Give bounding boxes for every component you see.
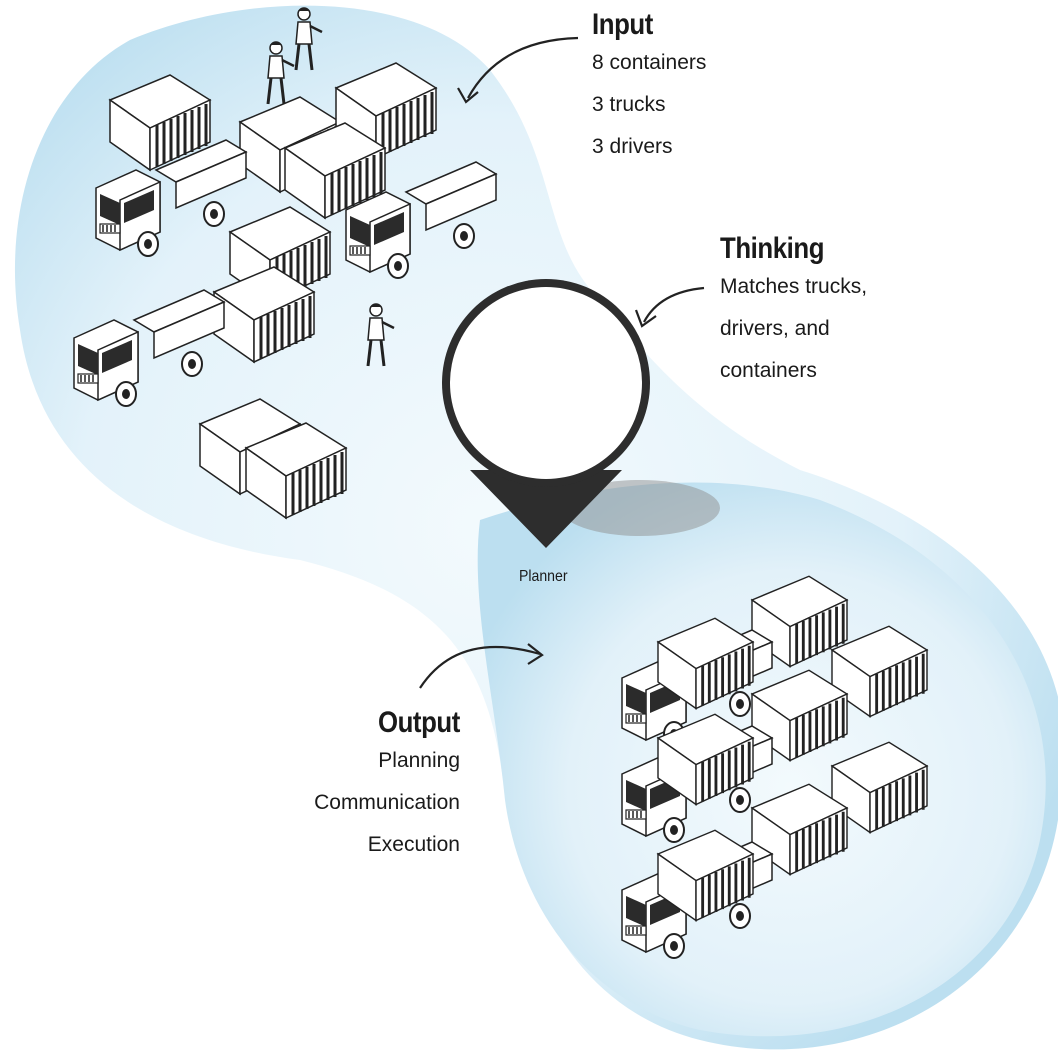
input-label-block: Input 8 containers 3 trucks 3 drivers [592,8,706,168]
curved-arrow-icon [457,36,579,104]
thinking-line-1: Matches trucks, [720,275,868,298]
curved-arrow-icon [634,286,705,328]
thinking-label-block: Thinking Matches trucks, drivers, and co… [720,232,867,392]
output-line-execution: Execution [367,833,460,856]
planner-label: Planner [519,568,568,585]
planner-pin-icon [442,279,720,548]
thinking-line-2: drivers, and [720,317,830,340]
curved-arrow-icon [419,643,544,689]
thinking-title: Thinking [720,232,825,265]
input-title: Input [592,8,653,41]
output-label-block: Output Planning Communication Execution [314,706,460,866]
input-line-trucks: 3 trucks [592,93,666,116]
input-line-drivers: 3 drivers [592,135,673,158]
output-line-communication: Communication [314,791,460,814]
output-title: Output [378,706,460,739]
output-line-planning: Planning [378,749,460,772]
input-line-containers: 8 containers [592,51,707,74]
thinking-line-3: containers [720,359,817,382]
